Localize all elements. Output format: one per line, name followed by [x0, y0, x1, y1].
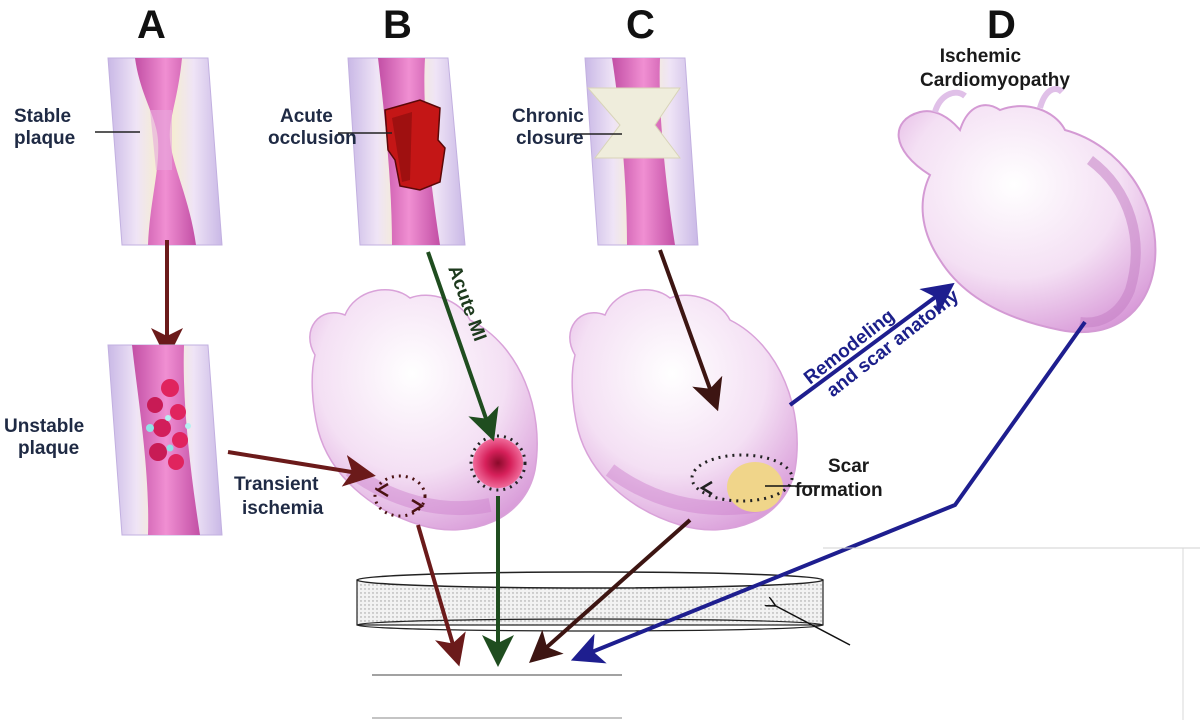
arrow-chronic-to-heart: [658, 249, 723, 412]
dilated-heart: [897, 86, 1157, 334]
transient-ischemia-label: Transient ischemia: [234, 474, 324, 519]
arrow-remodeling: [788, 282, 955, 407]
arrow-cardiomyopathy-to-outcome: [570, 320, 1087, 664]
panel-letter-b: B: [383, 3, 412, 47]
panel-letter-d: D: [987, 3, 1016, 47]
transient-ischemia-arrow-left: [375, 482, 389, 498]
stable-plaque-label: Stable plaque: [14, 106, 76, 149]
heart-acute-mi: [309, 289, 538, 531]
infarct-zone: [473, 438, 523, 488]
arrow-scar-to-outcome: [529, 518, 692, 663]
chronic-plaque: [586, 87, 682, 159]
panel-letter-a: A: [137, 3, 166, 47]
chronic-closure-vessel: [584, 57, 699, 246]
transient-ischemia-arrow-right: [411, 498, 425, 514]
heart-scar: [569, 289, 798, 531]
arrow-unstable-to-ischemia: [227, 450, 376, 487]
arrow-acute-mi: [426, 251, 499, 442]
disc-pointer: [774, 605, 851, 646]
disc-bottom-rim: [356, 618, 824, 632]
platelet-cluster: [146, 379, 191, 470]
arrow-ischemia-to-outcome: [416, 524, 466, 667]
outcome-disc: [356, 571, 824, 632]
chronic-closure-label: Chronic closure: [512, 106, 589, 149]
panel-letter-c: C: [626, 3, 655, 47]
scar-formation-label: Scar formation: [795, 456, 883, 501]
unstable-plaque-label: Unstable plaque: [4, 416, 90, 459]
acute-occlusion-vessel: [347, 57, 466, 246]
scar-border-arrow: [699, 480, 713, 496]
unstable-plaque-vessel: [107, 344, 223, 536]
stable-plaque-vessel: [107, 57, 223, 246]
scar-border: [690, 453, 794, 503]
acute-occlusion-label: Acute occlusion: [268, 106, 357, 149]
disc-top: [356, 571, 824, 589]
ischemic-cardiomyopathy-label: Ischemic Cardiomyopathy: [920, 46, 1070, 91]
transient-ischemia-zone: [373, 474, 427, 518]
scar-zone: [727, 462, 783, 512]
